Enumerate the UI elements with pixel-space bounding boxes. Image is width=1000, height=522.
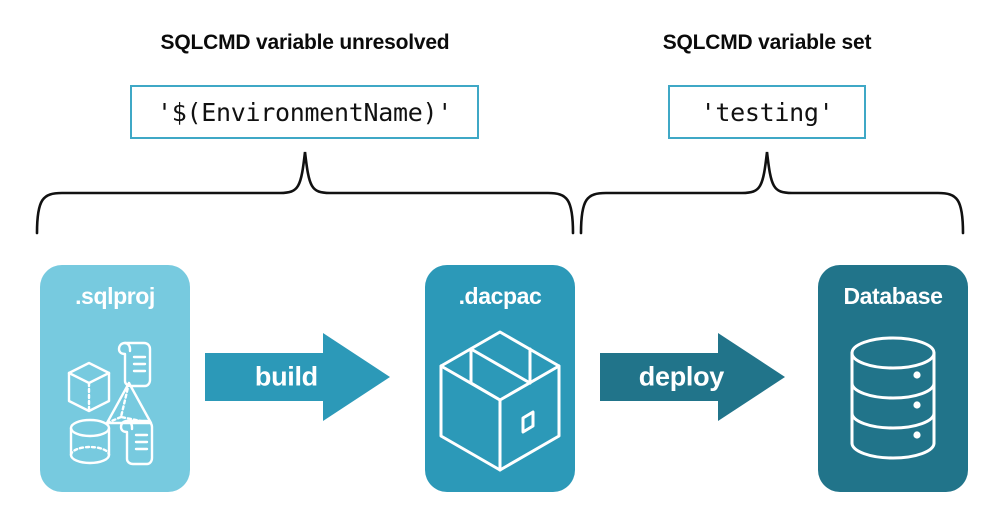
left-brace-icon — [35, 151, 575, 235]
database-cylinder-icon — [818, 310, 968, 492]
arrow-shape-build — [205, 333, 390, 421]
arrow-build: build — [205, 333, 390, 421]
stage-label-database: Database — [843, 283, 943, 309]
right-brace-icon — [579, 151, 965, 235]
script-scroll-icon-bottom — [119, 419, 154, 466]
section-title-right: SQLCMD variable set — [662, 31, 872, 54]
code-box-environment-name: '$(EnvironmentName)' — [130, 85, 479, 139]
cube-icon — [67, 361, 111, 413]
sql-project-shapes-icon — [40, 310, 190, 492]
code-box-testing: 'testing' — [668, 85, 866, 139]
stage-box-dacpac: .dacpac — [425, 265, 575, 492]
script-scroll-icon-top — [117, 341, 152, 388]
stage-label-dacpac: .dacpac — [458, 283, 542, 309]
package-box-icon — [425, 310, 575, 492]
section-title-left: SQLCMD variable unresolved — [160, 31, 450, 54]
stage-box-sqlproj: .sqlproj — [40, 265, 190, 492]
stage-box-database: Database — [818, 265, 968, 492]
pyramid-icon — [105, 381, 153, 425]
arrow-deploy: deploy — [600, 333, 785, 421]
arrow-shape-deploy — [600, 333, 785, 421]
cylinder-icon — [69, 418, 111, 465]
stage-label-sqlproj: .sqlproj — [75, 283, 155, 309]
